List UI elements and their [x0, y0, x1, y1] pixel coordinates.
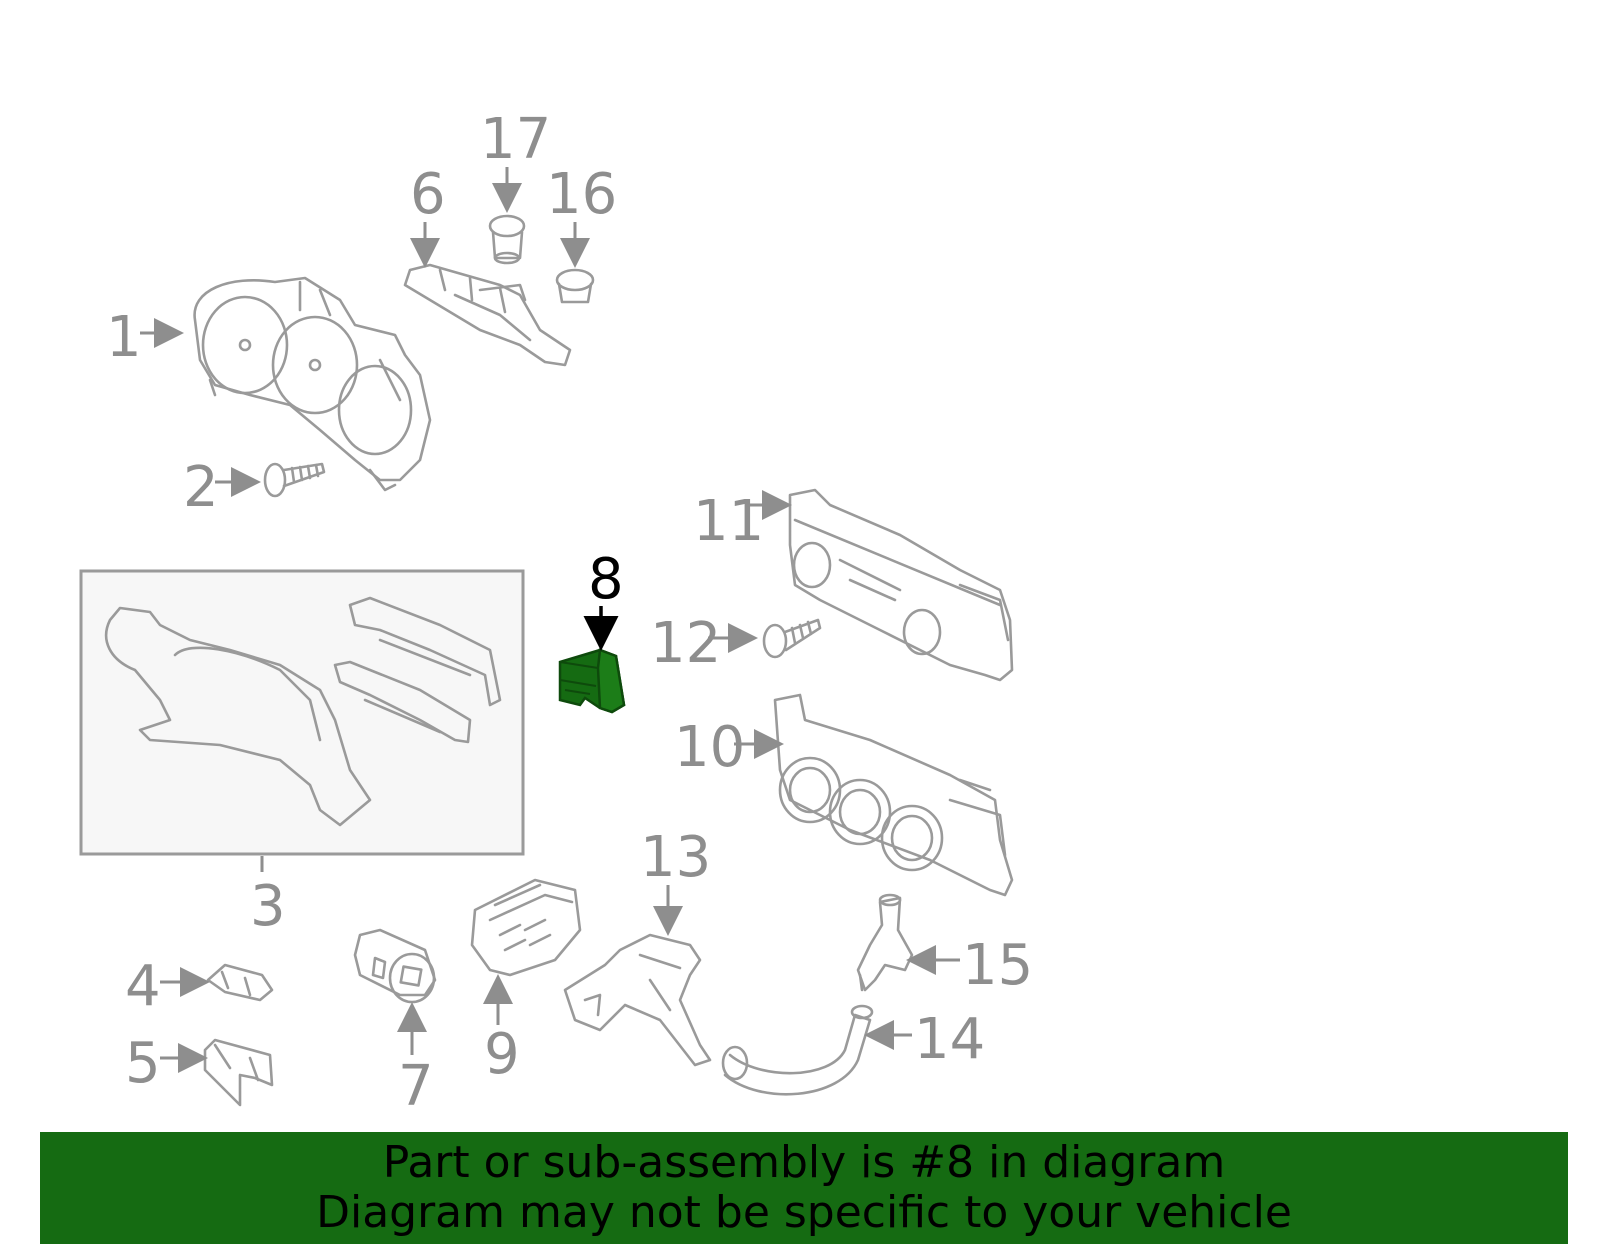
part-15-nozzle — [856, 893, 914, 992]
part-7-socket — [353, 928, 437, 1004]
part-6-bracket — [403, 263, 572, 367]
banner-line-2: Diagram may not be specific to your vehi… — [316, 1187, 1292, 1238]
part-1-cluster-housing — [193, 276, 432, 492]
callout-4: 4 — [125, 954, 161, 1019]
callout-10: 10 — [674, 715, 745, 780]
part-11-control-panel — [788, 488, 1014, 682]
info-banner: Part or sub-assembly is #8 in diagram Di… — [40, 1132, 1568, 1244]
callout-17: 17 — [480, 107, 551, 172]
part-13-duct-bracket — [563, 933, 712, 1067]
callout-13: 13 — [640, 825, 711, 890]
callout-2: 2 — [183, 455, 219, 520]
banner-line-1: Part or sub-assembly is #8 in diagram — [382, 1137, 1226, 1188]
callout-5: 5 — [125, 1031, 161, 1096]
callout-15: 15 — [962, 933, 1033, 998]
part-3-bezel-kit — [79, 569, 525, 856]
callout-6: 6 — [410, 162, 446, 227]
part-17-clip — [488, 214, 526, 265]
callout-7: 7 — [398, 1054, 434, 1119]
part-4-clip — [206, 963, 274, 1002]
callout-14: 14 — [914, 1007, 985, 1072]
part-12-screw — [762, 618, 822, 659]
callout-3: 3 — [250, 874, 286, 939]
part-8-switch-highlighted — [558, 648, 626, 714]
callout-16: 16 — [546, 162, 617, 227]
part-10-control-panel — [773, 693, 1014, 897]
part-9-switch-pack — [470, 878, 582, 977]
part-5-bracket — [203, 1038, 274, 1107]
callout-12: 12 — [650, 611, 721, 676]
part-2-screw — [263, 462, 326, 498]
callout-11: 11 — [693, 489, 764, 554]
part-16-grommet — [555, 268, 595, 304]
part-14-hose — [721, 1004, 874, 1096]
callout-1: 1 — [106, 305, 142, 370]
callout-9: 9 — [484, 1022, 520, 1087]
callout-8: 8 — [588, 547, 624, 612]
